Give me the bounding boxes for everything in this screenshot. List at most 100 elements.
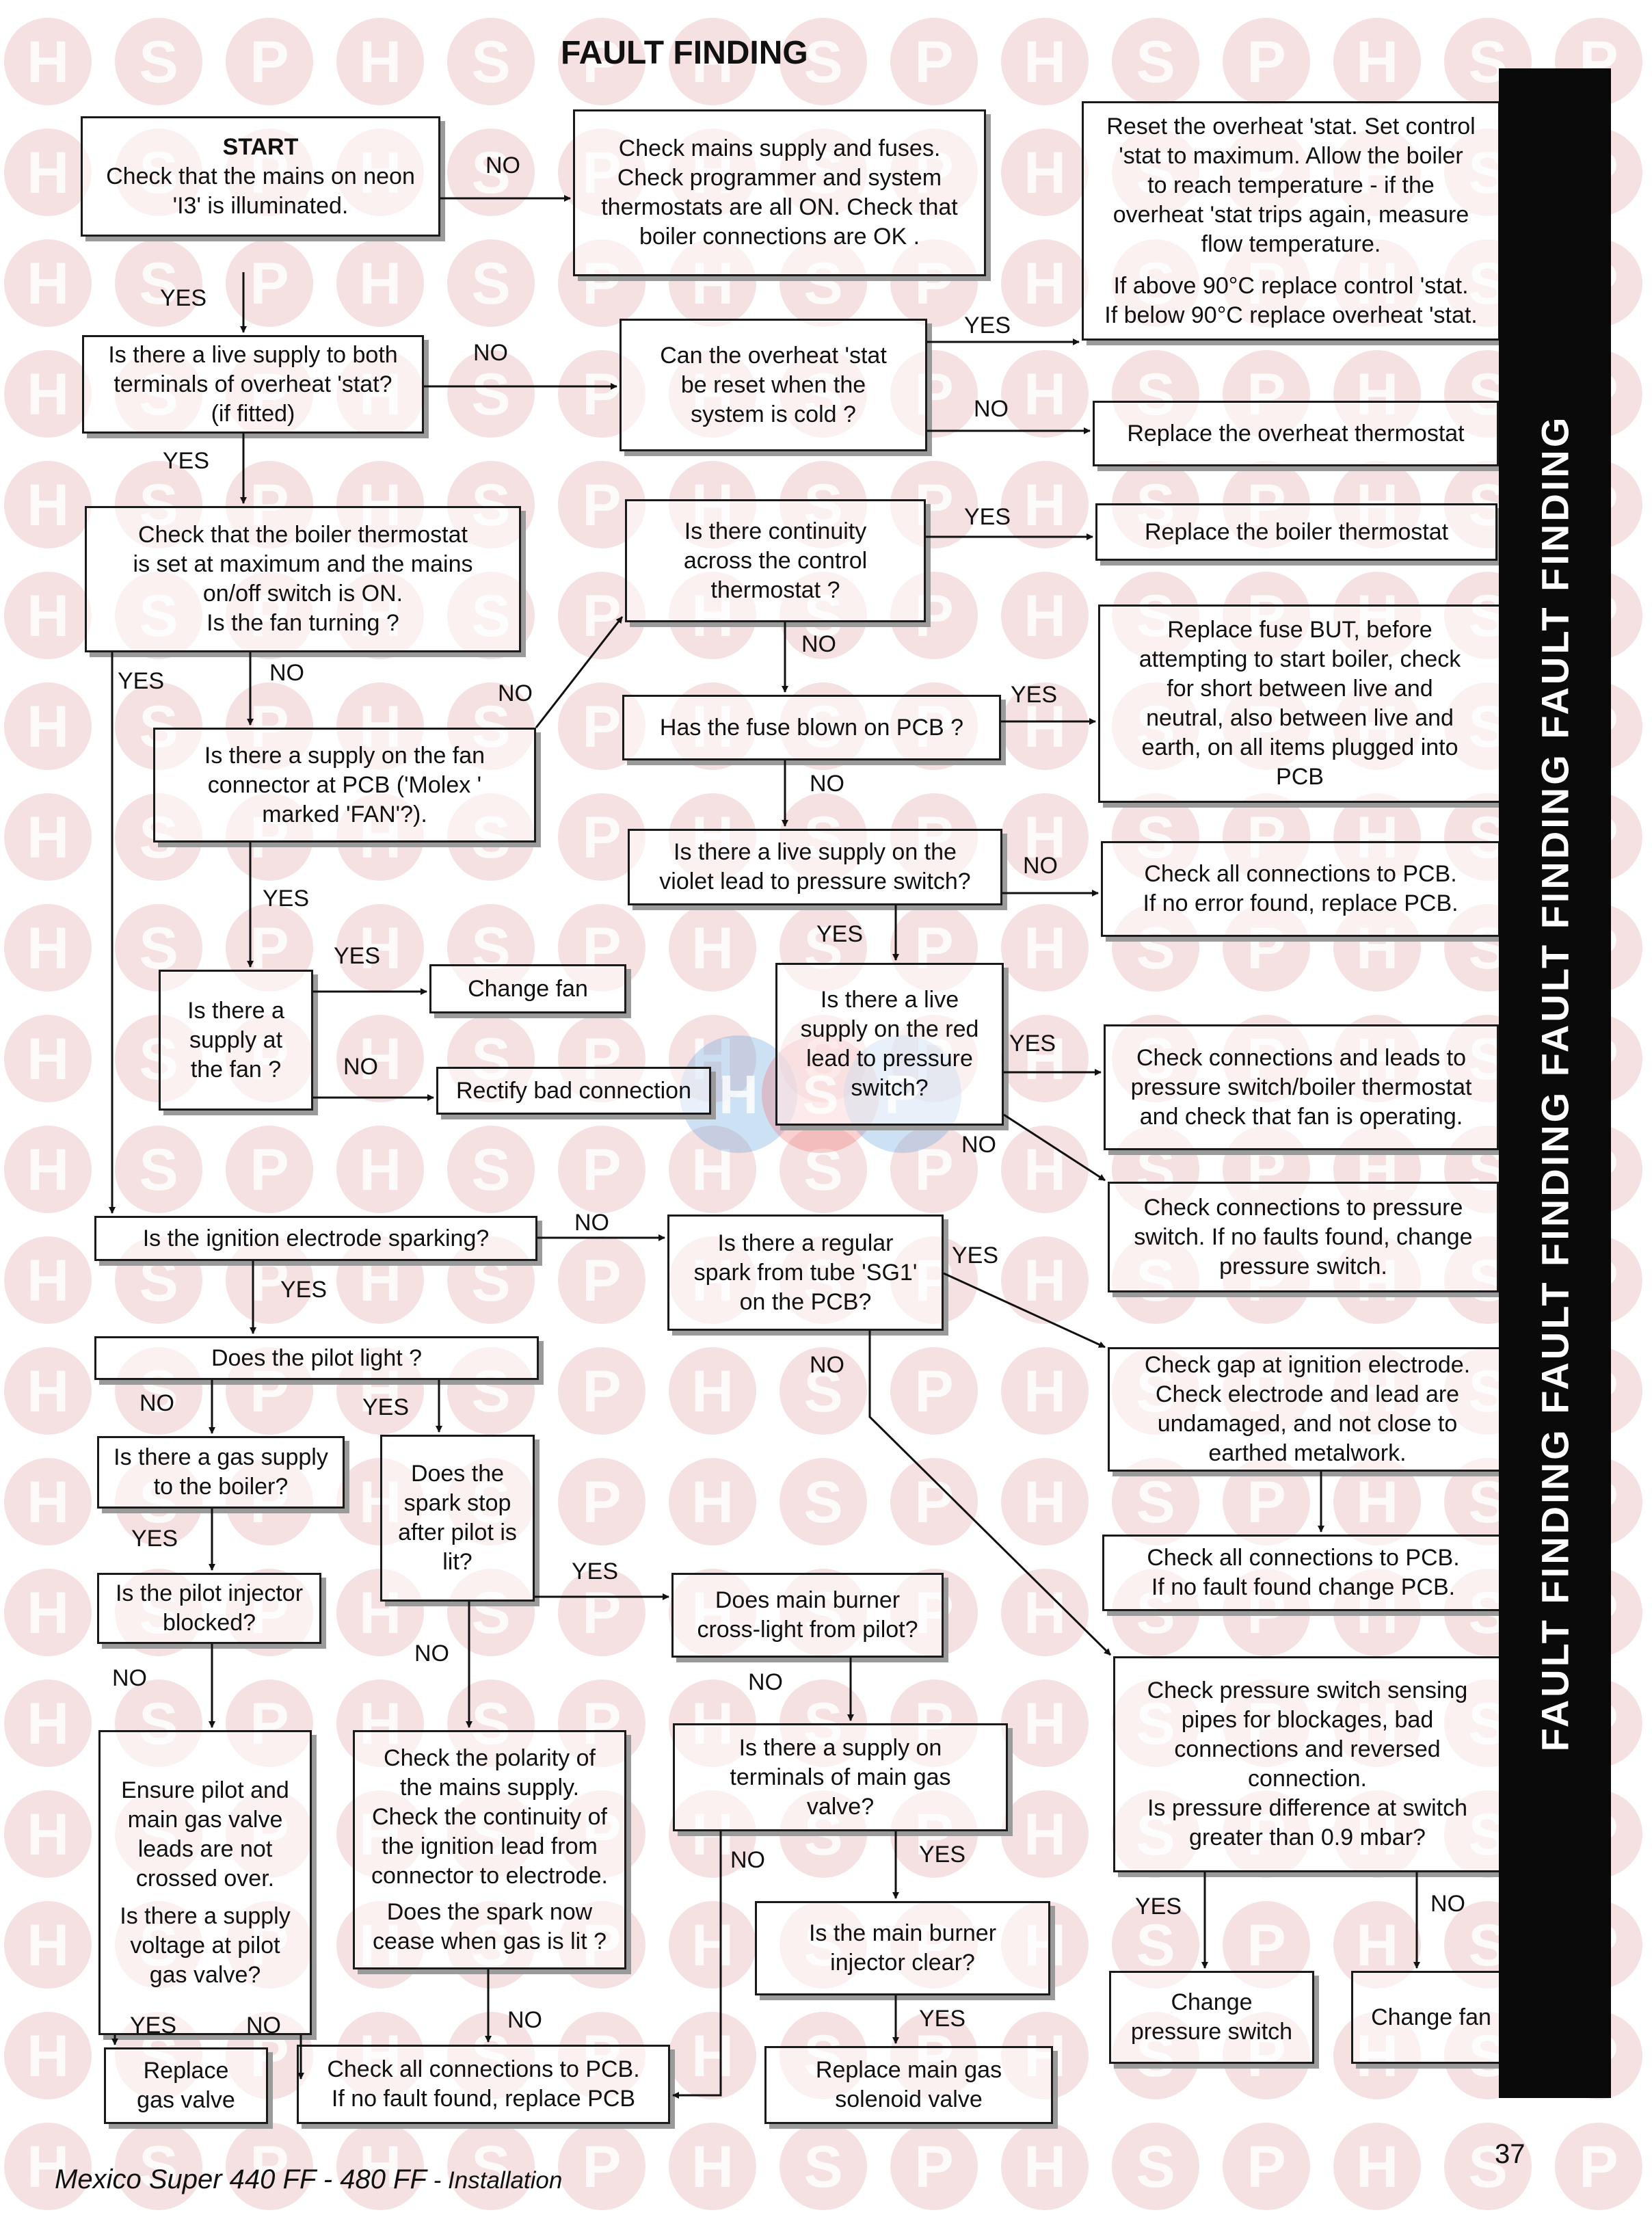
- watermark-letter: S: [139, 1137, 178, 1203]
- node-regular-spark: Is there a regular spark from tube 'SG1'…: [667, 1214, 944, 1331]
- watermark-letter: H: [691, 916, 734, 981]
- watermark-letter: H: [27, 1913, 69, 1978]
- label-yes: YES: [919, 1842, 966, 1868]
- watermark-circle: [1001, 18, 1089, 105]
- watermark-circle: [336, 18, 424, 105]
- watermark-letter: H: [1024, 1359, 1066, 1424]
- watermark-letter: H: [359, 29, 401, 95]
- label-yes: YES: [1011, 682, 1058, 708]
- watermark-letter: H: [691, 2023, 734, 2089]
- watermark-circle: [1001, 350, 1089, 438]
- label-no: NO: [414, 1641, 449, 1667]
- watermark-letter: P: [582, 1359, 621, 1424]
- watermark-circle: [447, 1126, 535, 1213]
- node-cross-light: Does main burner cross-light from pilot?: [671, 1573, 944, 1658]
- watermark-letter: H: [1356, 2134, 1398, 2200]
- watermark-circle: [4, 1015, 92, 1102]
- watermark-circle: [336, 239, 424, 327]
- node-main-gas-valve: Is there a supply on terminals of main g…: [673, 1723, 1008, 1831]
- watermark-circle: [1444, 2123, 1532, 2210]
- watermark-letter: H: [1356, 1470, 1398, 1535]
- node-check-ps-connections: Check connections to pressure switch. If…: [1108, 1182, 1499, 1292]
- label-no: NO: [112, 1665, 147, 1691]
- watermark-circle: [780, 18, 867, 105]
- node-replace-overheat: Replace the overheat thermostat: [1093, 401, 1499, 466]
- watermark-circle: [669, 2123, 756, 2210]
- label-no: NO: [574, 1210, 609, 1236]
- watermark-letter: P: [582, 694, 621, 760]
- watermark-letter: H: [27, 1470, 69, 1535]
- watermark-circle: [780, 1458, 867, 1545]
- watermark-circle: [669, 18, 756, 105]
- label-yes: YES: [263, 886, 310, 912]
- watermark-letter: P: [582, 2134, 621, 2200]
- node-reset-overheat: Reset the overheat 'stat. Set control 's…: [1082, 101, 1500, 341]
- watermark-circle: [1112, 1458, 1199, 1545]
- watermark-letter: P: [582, 473, 621, 538]
- watermark-letter: S: [139, 251, 178, 317]
- watermark-circle: [1333, 1458, 1421, 1545]
- watermark-letter: P: [914, 2134, 953, 2200]
- sidebar-text: FAULT FINDING FAULT FINDING FAULT FINDIN…: [1533, 414, 1577, 1752]
- node-ignition-sparking: Is the ignition electrode sparking?: [94, 1216, 537, 1261]
- label-yes: YES: [572, 1558, 619, 1584]
- node-change-fan-2: Change fan: [1351, 1971, 1511, 2064]
- watermark-letter: P: [582, 583, 621, 649]
- watermark-circle: [558, 2123, 645, 2210]
- footer: Mexico Super 440 FF - 480 FF - Installat…: [55, 2164, 562, 2195]
- watermark-circle: [1223, 2123, 1310, 2210]
- watermark-circle: [1001, 793, 1089, 881]
- watermark-circle: [4, 129, 92, 216]
- node-pilot-light: Does the pilot light ?: [94, 1336, 539, 1380]
- watermark-circle: [447, 18, 535, 105]
- watermark-circle: [4, 1236, 92, 1324]
- watermark-circle: [558, 1569, 645, 1656]
- watermark-letter: H: [359, 2134, 401, 2200]
- label-no: NO: [473, 340, 508, 366]
- label-yes: YES: [118, 668, 165, 694]
- node-spark-stop: Does the spark stop after pilot is lit?: [380, 1435, 535, 1602]
- label-yes: YES: [280, 1277, 328, 1303]
- watermark-letter: H: [1024, 140, 1066, 206]
- watermark-letter: P: [582, 29, 621, 95]
- watermark-letter: P: [250, 29, 289, 95]
- watermark-letter: H: [27, 1691, 69, 1757]
- watermark-circle: [4, 350, 92, 438]
- watermark-circle: [115, 2123, 202, 2210]
- label-no: NO: [485, 152, 520, 178]
- watermark-letter: H: [1024, 1691, 1066, 1757]
- watermark-letter: H: [27, 2023, 69, 2089]
- node-replace-fuse: Replace fuse BUT, before attempting to s…: [1098, 605, 1502, 803]
- watermark-circle: [669, 1458, 756, 1545]
- watermark-letter: H: [359, 251, 401, 317]
- watermark-letter: S: [471, 140, 510, 206]
- label-no: NO: [810, 1352, 844, 1378]
- watermark-letter: H: [27, 1248, 69, 1314]
- watermark-circle: [4, 2012, 92, 2099]
- watermark-circle: [226, 1126, 313, 1213]
- watermark-circle: [1112, 18, 1199, 105]
- label-no: NO: [498, 680, 533, 706]
- watermark-letter: S: [1136, 1913, 1175, 1978]
- watermark-letter: H: [1024, 916, 1066, 981]
- watermark-letter: H: [27, 1026, 69, 1092]
- watermark-circle: [890, 1126, 978, 1213]
- label-yes: YES: [130, 2013, 177, 2039]
- node-overheat-reset: Can the overheat 'stat be reset when the…: [620, 319, 927, 451]
- watermark-circle: [1001, 239, 1089, 327]
- watermark-letter: P: [582, 1470, 621, 1535]
- watermark-letter: P: [582, 805, 621, 871]
- watermark-letter: H: [1024, 1802, 1066, 1868]
- node-polarity: Check the polarity of the mains supply. …: [353, 1730, 626, 1969]
- watermark-letter: S: [803, 1359, 842, 1424]
- node-change-fan: Change fan: [429, 964, 626, 1013]
- watermark-circle: [558, 461, 645, 548]
- watermark-letter: H: [1024, 362, 1066, 427]
- watermark-letter: S: [471, 2134, 510, 2200]
- watermark-letter: H: [1356, 1913, 1398, 1978]
- node-change-ps: Change pressure switch: [1109, 1971, 1314, 2064]
- watermark-circle: [336, 1015, 424, 1102]
- watermark-circle: [1223, 1901, 1310, 1989]
- label-yes: YES: [160, 285, 207, 311]
- watermark-circle: [226, 2123, 313, 2210]
